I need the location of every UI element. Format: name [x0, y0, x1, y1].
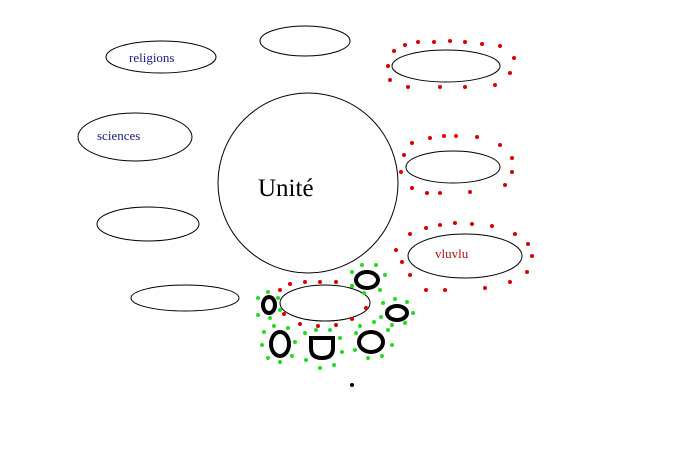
black-ring-top-right — [354, 270, 380, 290]
central-label: Unité — [258, 175, 314, 202]
ellipse-religions — [105, 40, 217, 74]
black-shapes — [261, 270, 409, 361]
label-vluvlu: vluvlu — [435, 246, 469, 261]
central-circle — [217, 92, 399, 274]
ellipse-vluvlu — [407, 233, 523, 279]
ellipse-right-top — [391, 49, 501, 83]
black-d-shape — [309, 336, 335, 361]
green-dots — [256, 263, 415, 370]
ellipse-left-empty — [96, 206, 200, 242]
red-dots-right-top — [386, 39, 516, 89]
ellipse-bottom-left-empty — [130, 284, 240, 312]
black-ring-bottom — [357, 330, 385, 354]
red-dots-vluvlu — [394, 221, 534, 292]
label-religions: religions — [129, 50, 175, 65]
ellipse-bottom-center — [279, 284, 371, 322]
small-black-dot — [350, 383, 354, 387]
ellipse-right-middle — [405, 150, 501, 184]
black-ring-small — [261, 295, 277, 315]
black-ring-right — [385, 304, 409, 322]
label-sciences: sciences — [97, 128, 140, 143]
red-dots-right-middle — [399, 134, 514, 195]
black-ring-left-bottom — [269, 330, 291, 358]
ellipse-top-empty — [259, 25, 351, 57]
ellipse-sciences — [77, 112, 193, 162]
